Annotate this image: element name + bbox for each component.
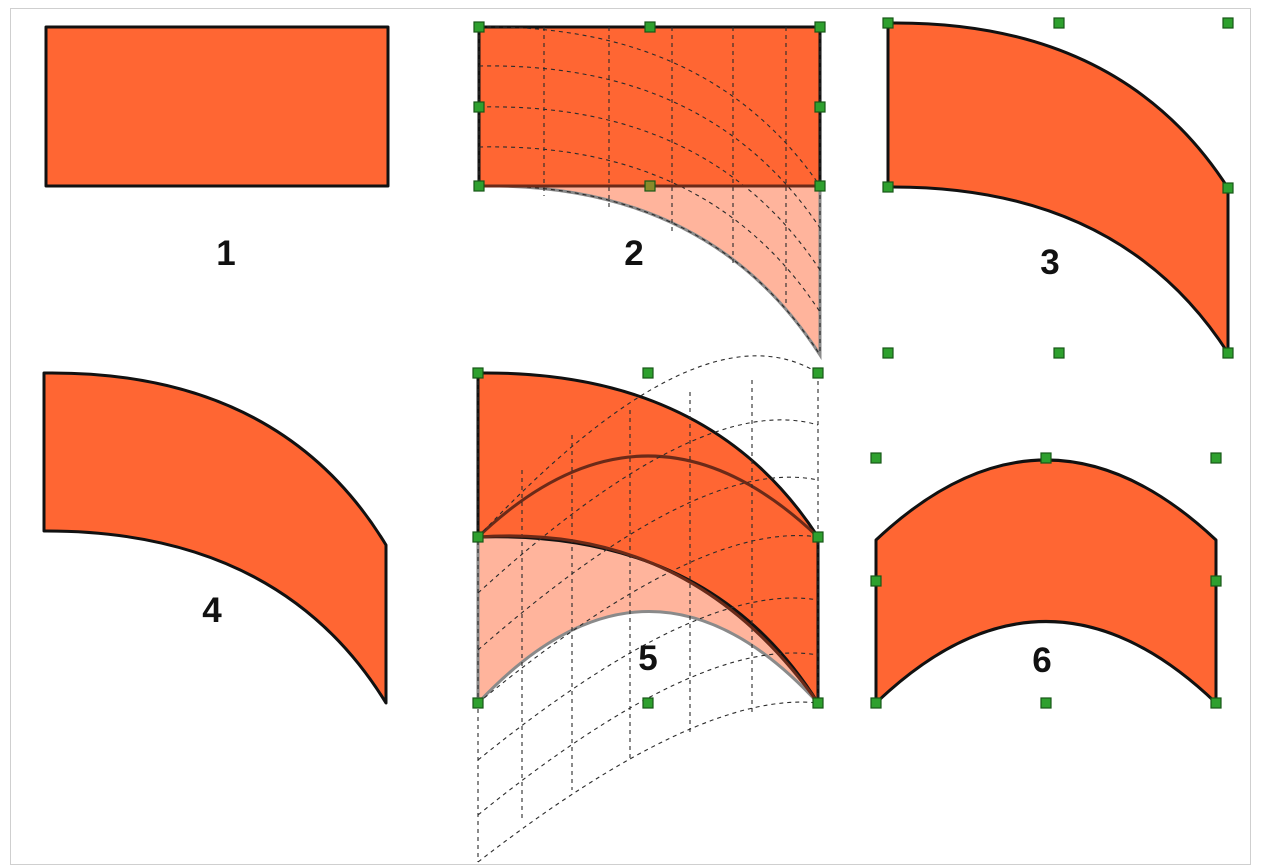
square-handle-icon[interactable] xyxy=(472,531,484,543)
square-handle-icon[interactable] xyxy=(642,697,654,709)
panel-4-label: 4 xyxy=(202,591,222,630)
panel-3-label: 3 xyxy=(1040,243,1059,282)
square-handle-icon[interactable] xyxy=(644,180,656,192)
rectangle-shape[interactable] xyxy=(44,25,390,188)
panel-3-handles xyxy=(882,17,1234,359)
square-handle-icon[interactable] xyxy=(1040,452,1052,464)
canvas-border xyxy=(10,8,1251,865)
rectangle-shape-selected[interactable] xyxy=(477,25,822,188)
square-handle-icon[interactable] xyxy=(1053,347,1065,359)
square-handle-icon[interactable] xyxy=(472,697,484,709)
arch-outline-bottom xyxy=(477,534,820,704)
square-handle-icon[interactable] xyxy=(1053,17,1065,29)
warped-shape[interactable] xyxy=(42,371,388,705)
warp-grid xyxy=(477,355,819,863)
square-handle-icon[interactable] xyxy=(1222,17,1234,29)
square-handle-icon[interactable] xyxy=(870,575,882,587)
square-handle-icon[interactable] xyxy=(473,21,485,33)
panel-5-handles xyxy=(472,367,824,709)
square-handle-icon[interactable] xyxy=(644,21,656,33)
square-handle-icon[interactable] xyxy=(882,347,894,359)
square-handle-icon[interactable] xyxy=(642,367,654,379)
square-handle-icon[interactable] xyxy=(814,180,826,192)
square-handle-icon[interactable] xyxy=(882,17,894,29)
arch-outline-top xyxy=(476,454,820,539)
square-handle-icon[interactable] xyxy=(812,697,824,709)
square-handle-icon[interactable] xyxy=(870,452,882,464)
panel-6: 6 xyxy=(870,452,1222,709)
square-handle-icon[interactable] xyxy=(1222,347,1234,359)
panel-5-label: 5 xyxy=(638,639,657,678)
square-handle-icon[interactable] xyxy=(473,101,485,113)
square-handle-icon[interactable] xyxy=(473,180,485,192)
warp-preview-shape xyxy=(478,184,822,361)
panel-2-handles xyxy=(473,21,826,192)
square-handle-icon[interactable] xyxy=(1222,182,1234,194)
square-handle-icon[interactable] xyxy=(472,367,484,379)
square-handle-icon[interactable] xyxy=(1210,452,1222,464)
panel-3: 3 xyxy=(882,17,1234,359)
square-handle-icon[interactable] xyxy=(1210,697,1222,709)
square-handle-icon[interactable] xyxy=(1040,697,1052,709)
panel-1-label: 1 xyxy=(216,234,235,273)
square-handle-icon[interactable] xyxy=(814,101,826,113)
panel-4: 4 xyxy=(42,371,388,705)
panel-5: 5 xyxy=(472,355,824,863)
square-handle-icon[interactable] xyxy=(812,531,824,543)
panel-2-label: 2 xyxy=(624,234,643,273)
warped-shape[interactable] xyxy=(886,21,1230,355)
square-handle-icon[interactable] xyxy=(812,367,824,379)
square-handle-icon[interactable] xyxy=(870,697,882,709)
panel-2: 2 xyxy=(473,21,826,361)
panel-6-handles xyxy=(870,452,1222,709)
warp-grid xyxy=(478,26,821,356)
square-handle-icon[interactable] xyxy=(1210,575,1222,587)
panel-1: 1 xyxy=(44,25,390,273)
square-handle-icon[interactable] xyxy=(882,181,894,193)
square-handle-icon[interactable] xyxy=(814,21,826,33)
panel-6-label: 6 xyxy=(1032,641,1051,680)
